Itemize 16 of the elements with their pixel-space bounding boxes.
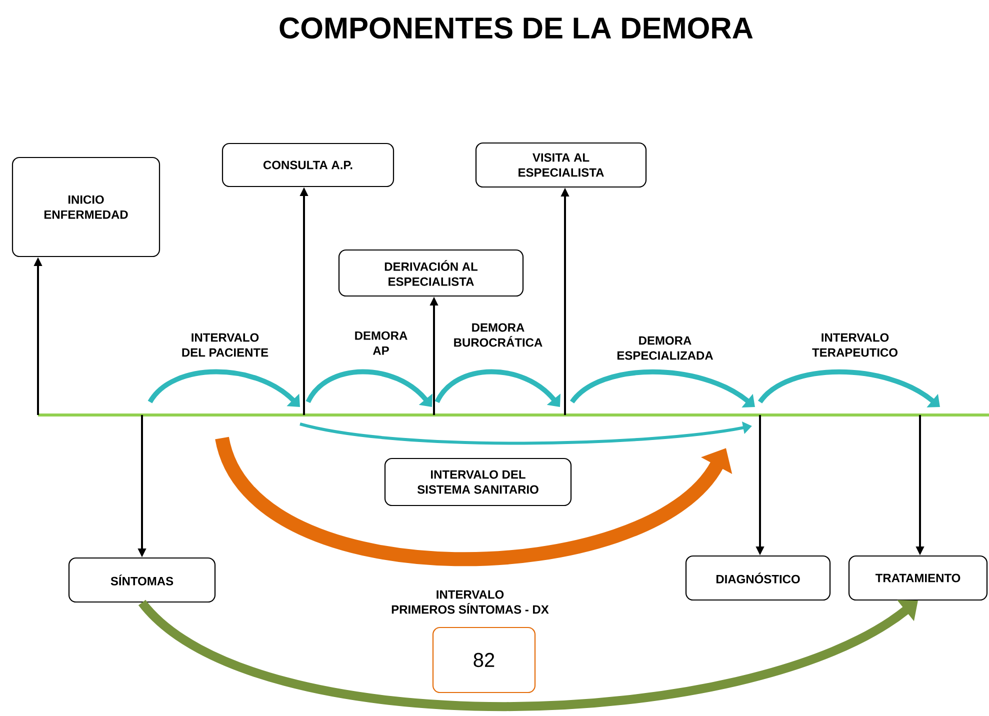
interval-label: DEMORA AP — [355, 331, 408, 355]
event-box: TRATAMIENTO — [848, 555, 988, 601]
value-box: 82 — [432, 626, 536, 694]
interval-label: DEMORA ESPECIALIZADA — [617, 336, 714, 360]
event-box: SÍNTOMAS — [68, 557, 216, 603]
event-box: INICIO ENFERMEDAD — [12, 156, 160, 258]
event-box: INTERVALO DEL SISTEMA SANITARIO — [384, 458, 572, 506]
interval-label: INTERVALO TERAPEUTICO — [812, 333, 898, 357]
event-box: CONSULTA A.P. — [222, 142, 394, 188]
event-box: VISITA AL ESPECIALISTA — [475, 142, 647, 188]
interval-label: DEMORA BUROCRÁTICA — [454, 323, 542, 347]
event-box: DERIVACIÓN AL ESPECIALISTA — [338, 249, 524, 297]
title: COMPONENTES DE LA DEMORA — [280, 17, 753, 39]
interval-label: INTERVALO DEL PACIENTE — [182, 333, 268, 357]
event-box: DIAGNÓSTICO — [685, 555, 831, 601]
interval-label: INTERVALO PRIMEROS SÍNTOMAS - DX — [392, 590, 549, 614]
